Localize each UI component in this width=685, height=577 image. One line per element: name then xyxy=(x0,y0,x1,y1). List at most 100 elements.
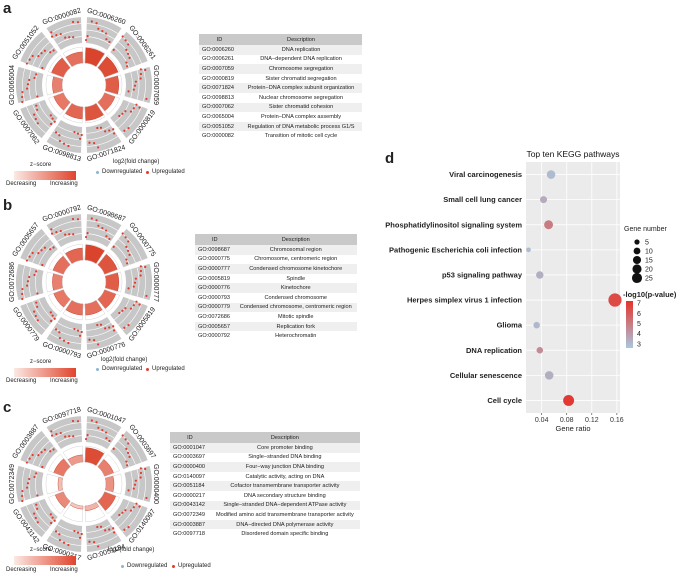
go-term-sector: GO:0000793 xyxy=(41,300,84,360)
gene-dot xyxy=(78,137,82,140)
inner-ring-outline xyxy=(62,46,84,67)
inner-ring-outline xyxy=(45,74,64,96)
gene-dot xyxy=(118,513,121,517)
table-header-description: Description xyxy=(234,234,357,245)
go-description-cell: Condensed chromosome kinetochore xyxy=(234,264,357,274)
gene-dot xyxy=(51,516,54,519)
gene-dot xyxy=(104,529,107,532)
gene-dot xyxy=(84,235,88,239)
gene-dot xyxy=(105,437,108,440)
go-id-cell: GO:0003887 xyxy=(170,519,210,530)
gene-dot xyxy=(58,538,62,542)
legend-b: z−score Decreasing Increasing log2(fold … xyxy=(6,357,196,390)
ring-gridline xyxy=(32,238,50,263)
gene-dot xyxy=(127,324,130,327)
gene-dot xyxy=(36,122,39,125)
ring-gridline xyxy=(26,435,46,463)
gene-dot xyxy=(108,40,111,44)
ring-gridline xyxy=(57,125,82,134)
gene-dot xyxy=(93,541,96,544)
ring-gridline xyxy=(122,36,142,64)
legend-a: z−score Decreasing Increasing log2(fold … xyxy=(6,159,196,193)
panel-letter-c: c xyxy=(3,399,12,416)
gene-dot xyxy=(34,117,37,121)
table-header-id: ID xyxy=(195,234,235,245)
gene-dot xyxy=(41,465,44,469)
go-id-cell: GO:0051052 xyxy=(199,121,241,132)
gene-dot xyxy=(108,439,111,443)
zscore-bar xyxy=(64,247,84,264)
zscore-bar xyxy=(84,502,100,511)
gene-dot xyxy=(123,129,126,132)
gene-dot xyxy=(96,126,99,130)
gene-dot xyxy=(55,231,58,234)
gene-dot xyxy=(121,35,124,38)
gene-dot xyxy=(128,455,131,458)
gene-dot xyxy=(80,532,83,536)
go-description-cell: DNA−directed DNA polymerase activity xyxy=(209,519,360,530)
gene-dot xyxy=(36,95,39,98)
pathway-bubble xyxy=(544,220,554,230)
gene-dot xyxy=(112,447,115,450)
size-legend-dot xyxy=(632,264,642,274)
size-legend-label: 20 xyxy=(645,267,653,274)
outer-ring-segment xyxy=(20,296,58,336)
gene-dot xyxy=(33,113,36,116)
outer-ring-segment xyxy=(110,296,148,336)
gene-dot xyxy=(49,450,52,453)
inner-ring-outline xyxy=(104,74,123,96)
go-id-cell: GO:0000776 xyxy=(195,283,235,293)
gene-dot xyxy=(105,38,108,41)
ring-gridline xyxy=(122,435,142,463)
go-term-sector: GO:0072349 xyxy=(9,464,64,504)
gene-dot xyxy=(121,511,124,514)
ring-gridline xyxy=(142,68,146,102)
gene-dot xyxy=(21,95,24,99)
ring-gridline xyxy=(53,226,82,237)
pathway-bubble xyxy=(536,346,544,354)
zscore-decreasing: Decreasing xyxy=(6,378,37,384)
ring-gridline xyxy=(142,265,146,299)
gene-dot xyxy=(101,29,104,33)
gene-dot xyxy=(78,334,82,337)
go-description-cell: Core promoter binding xyxy=(209,443,360,453)
gene-dot xyxy=(21,489,24,493)
pathway-label: p53 signaling pathway xyxy=(442,270,523,279)
go-description-cell: Chromosomal region xyxy=(234,245,357,255)
ring-gridline xyxy=(118,238,136,263)
outer-ring-segment xyxy=(110,498,148,538)
go-id-cell: GO:0006261 xyxy=(199,54,241,65)
panel-letter-a: a xyxy=(3,0,12,17)
ring-gridline xyxy=(57,435,82,444)
gene-dot xyxy=(124,509,127,512)
gene-dot xyxy=(35,472,38,475)
gene-dot xyxy=(25,259,28,262)
go-term-label: GO:0072349 xyxy=(9,464,16,504)
color-legend-label: 4 xyxy=(637,331,641,338)
pathway-bubble xyxy=(546,170,556,179)
zscore-bar xyxy=(52,255,71,275)
pathway-label: Pathogenic Escherichia coli infection xyxy=(389,245,522,254)
gene-dot xyxy=(36,108,39,111)
gene-dot xyxy=(127,526,130,529)
color-legend-label: 6 xyxy=(637,311,641,318)
gene-dot xyxy=(139,68,142,71)
gene-dot xyxy=(71,20,75,24)
outer-ring-segment xyxy=(20,99,58,139)
go-id-cell: GO:0043142 xyxy=(170,500,210,511)
gene-dot xyxy=(51,117,54,120)
legend-up-dot xyxy=(172,565,175,568)
ring-gridline xyxy=(22,68,26,102)
ring-gridline xyxy=(26,106,46,134)
gene-dot xyxy=(126,464,129,467)
table-header-id: ID xyxy=(199,34,241,45)
pathway-label: Viral carcinogenesis xyxy=(449,170,522,179)
